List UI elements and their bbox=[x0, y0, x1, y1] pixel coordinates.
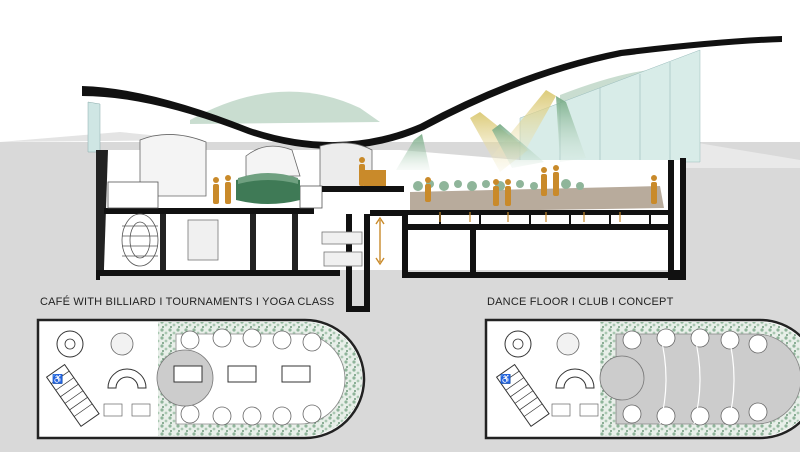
mezzanine-slab bbox=[322, 186, 404, 192]
dance-floor bbox=[410, 186, 664, 212]
bar-counter bbox=[364, 170, 386, 186]
table-cluster bbox=[180, 328, 322, 426]
caption-dance-floor-club-concept: DANCE FLOOR I CLUB I CONCEPT bbox=[487, 296, 674, 308]
figure bbox=[505, 179, 511, 206]
round-sofa bbox=[555, 368, 595, 389]
floor-plan-left: ♿ bbox=[36, 318, 366, 440]
sofa bbox=[236, 175, 300, 204]
figure bbox=[425, 177, 431, 202]
spiral-stair bbox=[121, 213, 159, 267]
accessibility-icon: ♿ bbox=[500, 373, 511, 384]
spiral-stair-plan bbox=[56, 330, 84, 358]
figure bbox=[553, 165, 559, 196]
billiard-table bbox=[281, 365, 311, 383]
figure bbox=[359, 157, 365, 186]
caption-cafe-billiard-tournaments-yoga: CAFÉ WITH BILLIARD I TOURNAMENTS I YOGA … bbox=[40, 296, 335, 308]
figure bbox=[225, 175, 231, 204]
dance-floor-plan bbox=[615, 333, 800, 425]
elevator-shaft bbox=[346, 306, 370, 312]
figure bbox=[493, 179, 499, 206]
floor-plan-right: ♿ bbox=[484, 318, 800, 440]
figure bbox=[651, 175, 657, 204]
glass-facade-left bbox=[87, 101, 101, 153]
round-sofa bbox=[107, 368, 147, 389]
staircase bbox=[45, 363, 100, 428]
basement-floor bbox=[100, 270, 340, 276]
light-beam-green bbox=[556, 96, 586, 162]
billiard-table bbox=[173, 365, 203, 383]
billiard-table bbox=[227, 365, 257, 383]
staircase bbox=[495, 363, 550, 428]
back-partition bbox=[139, 134, 207, 197]
cafe-floor-slab bbox=[104, 208, 314, 214]
figure bbox=[541, 167, 547, 196]
hill-left bbox=[190, 91, 380, 124]
figure bbox=[213, 177, 219, 204]
accessibility-icon: ♿ bbox=[52, 373, 63, 384]
lift-arrow bbox=[375, 216, 385, 266]
people bbox=[213, 157, 657, 206]
